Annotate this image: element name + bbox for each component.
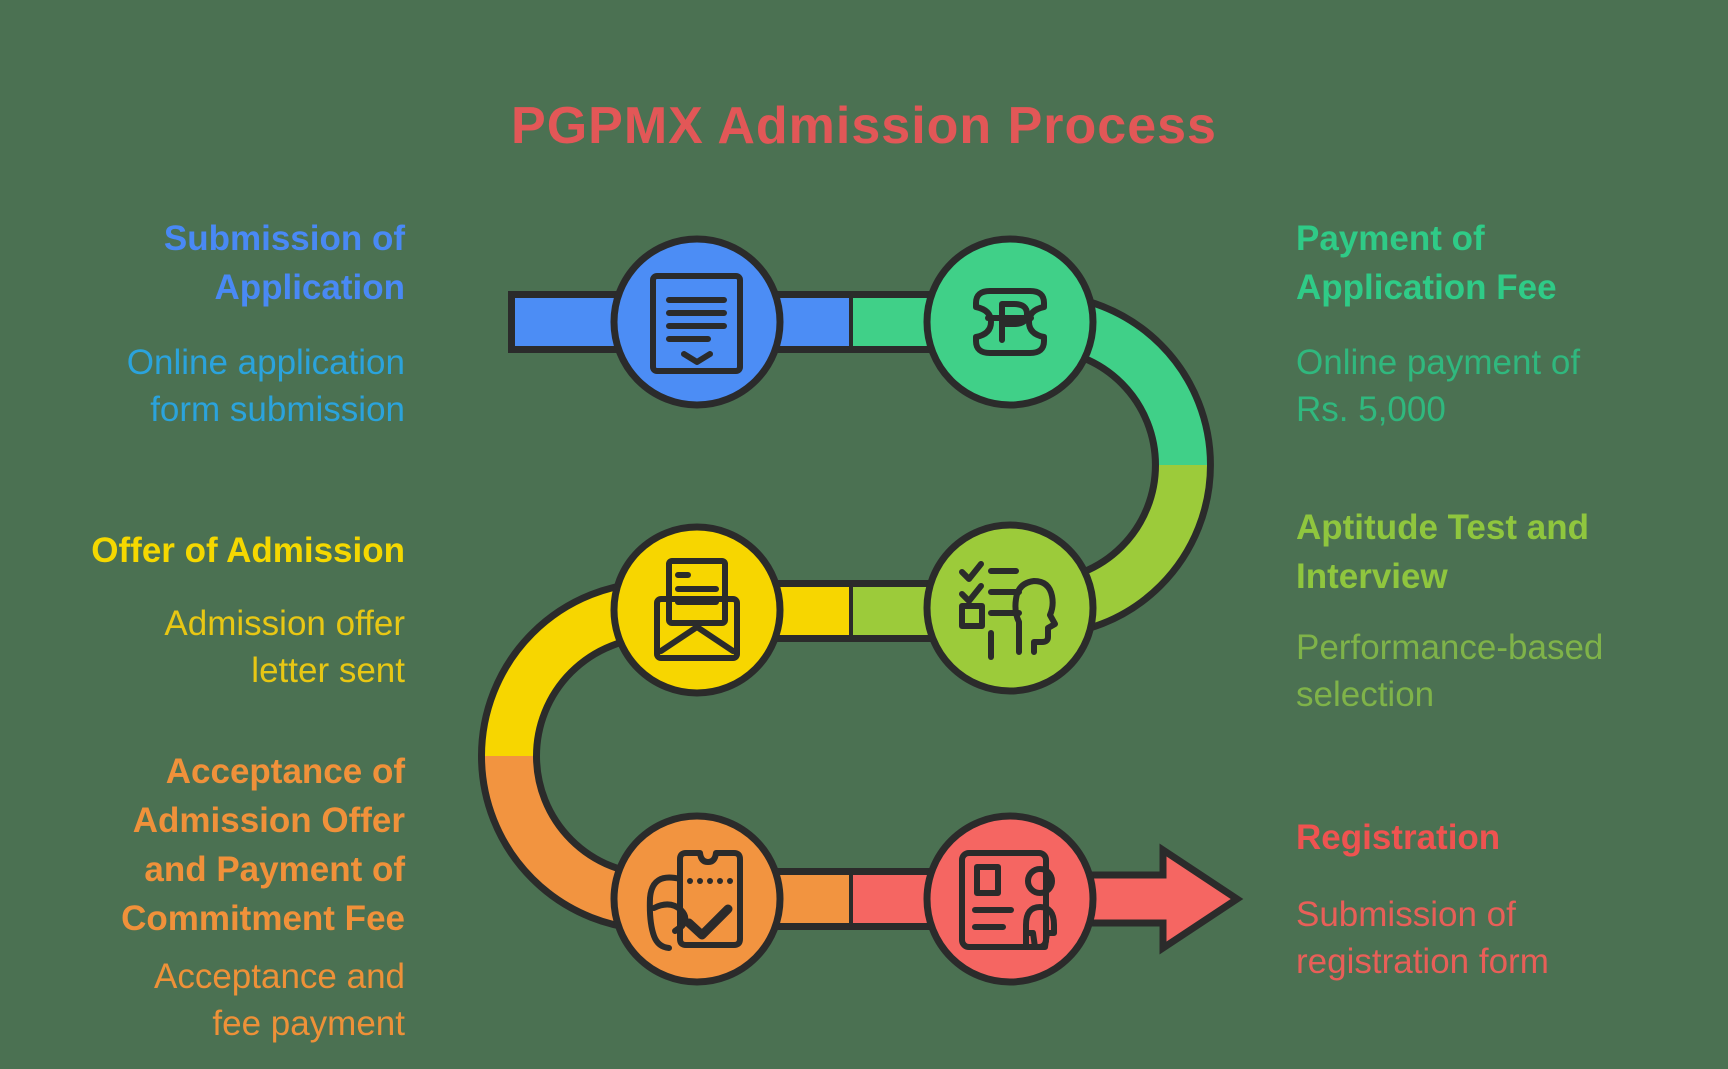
node-registration: [923, 812, 1097, 986]
hand-ticket-icon: [646, 850, 743, 951]
node-payment: [923, 235, 1097, 409]
head-checklist-icon: [959, 561, 1058, 660]
page-title: PGPMX Admission Process: [511, 97, 1217, 155]
step-title-payment: Payment of Application Fee: [1296, 219, 1557, 307]
node-offer: [610, 523, 784, 697]
step-desc-submission: Online application form submission: [126, 343, 405, 429]
step-title-offer: Offer of Admission: [91, 531, 405, 570]
step-desc-aptitude: Performance-based selection: [1296, 628, 1604, 714]
currency-note-icon: [973, 288, 1047, 356]
document-icon: [650, 273, 743, 374]
step-desc-acceptance: Acceptance and fee payment: [153, 957, 405, 1043]
id-card-icon: [959, 850, 1057, 950]
envelope-letter-icon: [654, 558, 740, 661]
node-acceptance: [610, 812, 784, 986]
node-submission: [610, 235, 784, 409]
step-title-registration: Registration: [1296, 818, 1501, 857]
step-desc-payment: Online payment of Rs. 5,000: [1296, 343, 1581, 429]
step-desc-registration: Submission of registration form: [1296, 895, 1549, 981]
node-aptitude: [923, 521, 1097, 695]
step-title-submission: Submission of Application: [163, 219, 405, 307]
step-desc-offer: Admission offer letter sent: [164, 604, 405, 690]
step-title-aptitude: Aptitude Test and Interview: [1296, 508, 1589, 596]
step-title-acceptance: Acceptance of Admission Offer and Paymen…: [121, 752, 405, 938]
